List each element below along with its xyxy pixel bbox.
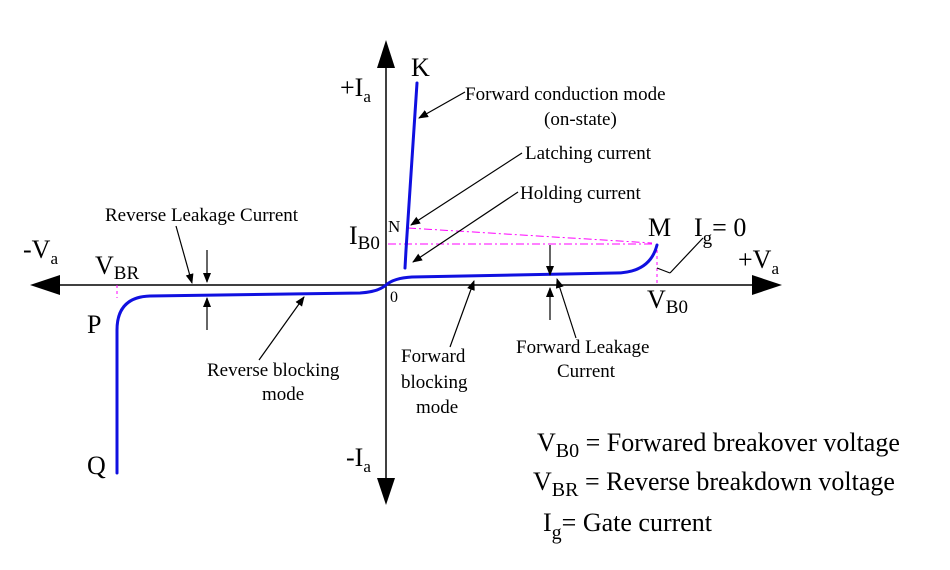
pos-current-label: +Ia — [340, 73, 371, 106]
legend-vbr: VBR = Reverse breakdown voltage — [533, 467, 895, 501]
y-axis-bottom-arrow — [377, 478, 395, 505]
reverse-leakage-label: Reverse Leakage Current — [105, 205, 299, 226]
point-m-label: M — [648, 213, 671, 242]
forward-conduction-label: Forward conduction mode — [465, 84, 666, 105]
ib0-label: IB0 — [349, 221, 380, 254]
forward-blocking-label-3: mode — [416, 397, 458, 418]
reverse-blocking-arrow — [258, 296, 305, 361]
legend-vb0: VB0 = Forwared breakover voltage — [537, 428, 900, 462]
holding-current-arrow — [412, 191, 519, 263]
reverse-leakage-pointer-arrow — [175, 225, 194, 284]
forward-leakage-sublabel: Current — [557, 361, 616, 382]
ig-zero-label: Ig= 0 — [694, 213, 746, 249]
vb0-label: VB0 — [647, 285, 688, 318]
guide-lines — [116, 227, 658, 298]
on-state-characteristic — [403, 81, 419, 270]
ig-zero-pointer-tail — [656, 267, 671, 274]
n-to-m-guide-line — [407, 227, 653, 244]
forward-leakage-pointer-arrow — [555, 278, 577, 339]
forward-blocking-label-2: blocking — [401, 372, 468, 393]
holding-current-label: Holding current — [520, 183, 642, 204]
origin-label: 0 — [390, 289, 398, 306]
point-q-label: Q — [87, 451, 106, 480]
annotation-arrows — [175, 91, 704, 361]
legend-ig: Ig= Gate current — [543, 508, 713, 544]
y-axis-top-arrow — [377, 40, 395, 68]
latching-current-arrow — [410, 152, 523, 226]
forward-conduction-sublabel: (on-state) — [544, 109, 617, 130]
reverse-blocking-sublabel: mode — [262, 384, 304, 405]
neg-current-label: -Ia — [346, 443, 371, 476]
x-axis — [30, 275, 782, 295]
legend: VB0 = Forwared breakover voltage VBR = R… — [533, 428, 900, 544]
vi-curve — [115, 81, 659, 475]
point-p-label: P — [87, 310, 101, 339]
ig-zero-pointer-line — [669, 237, 704, 274]
forward-blocking-arrow — [449, 280, 475, 348]
x-axis-left-arrow — [30, 275, 60, 295]
latching-current-label: Latching current — [525, 143, 652, 164]
forward-leakage-label: Forward Leakage — [516, 337, 649, 358]
blocking-characteristic — [115, 243, 659, 475]
reverse-blocking-label: Reverse blocking — [207, 360, 340, 381]
point-k-label: K — [411, 53, 430, 82]
forward-blocking-label-1: Forward — [401, 346, 466, 367]
pos-voltage-label: +Va — [738, 245, 779, 278]
vbr-label: VBR — [95, 251, 139, 284]
forward-conduction-arrow — [418, 91, 466, 119]
y-axis — [377, 40, 395, 505]
neg-voltage-label: -Va — [23, 235, 58, 268]
point-n-label: N — [388, 217, 400, 236]
x-axis-right-arrow — [752, 275, 782, 295]
